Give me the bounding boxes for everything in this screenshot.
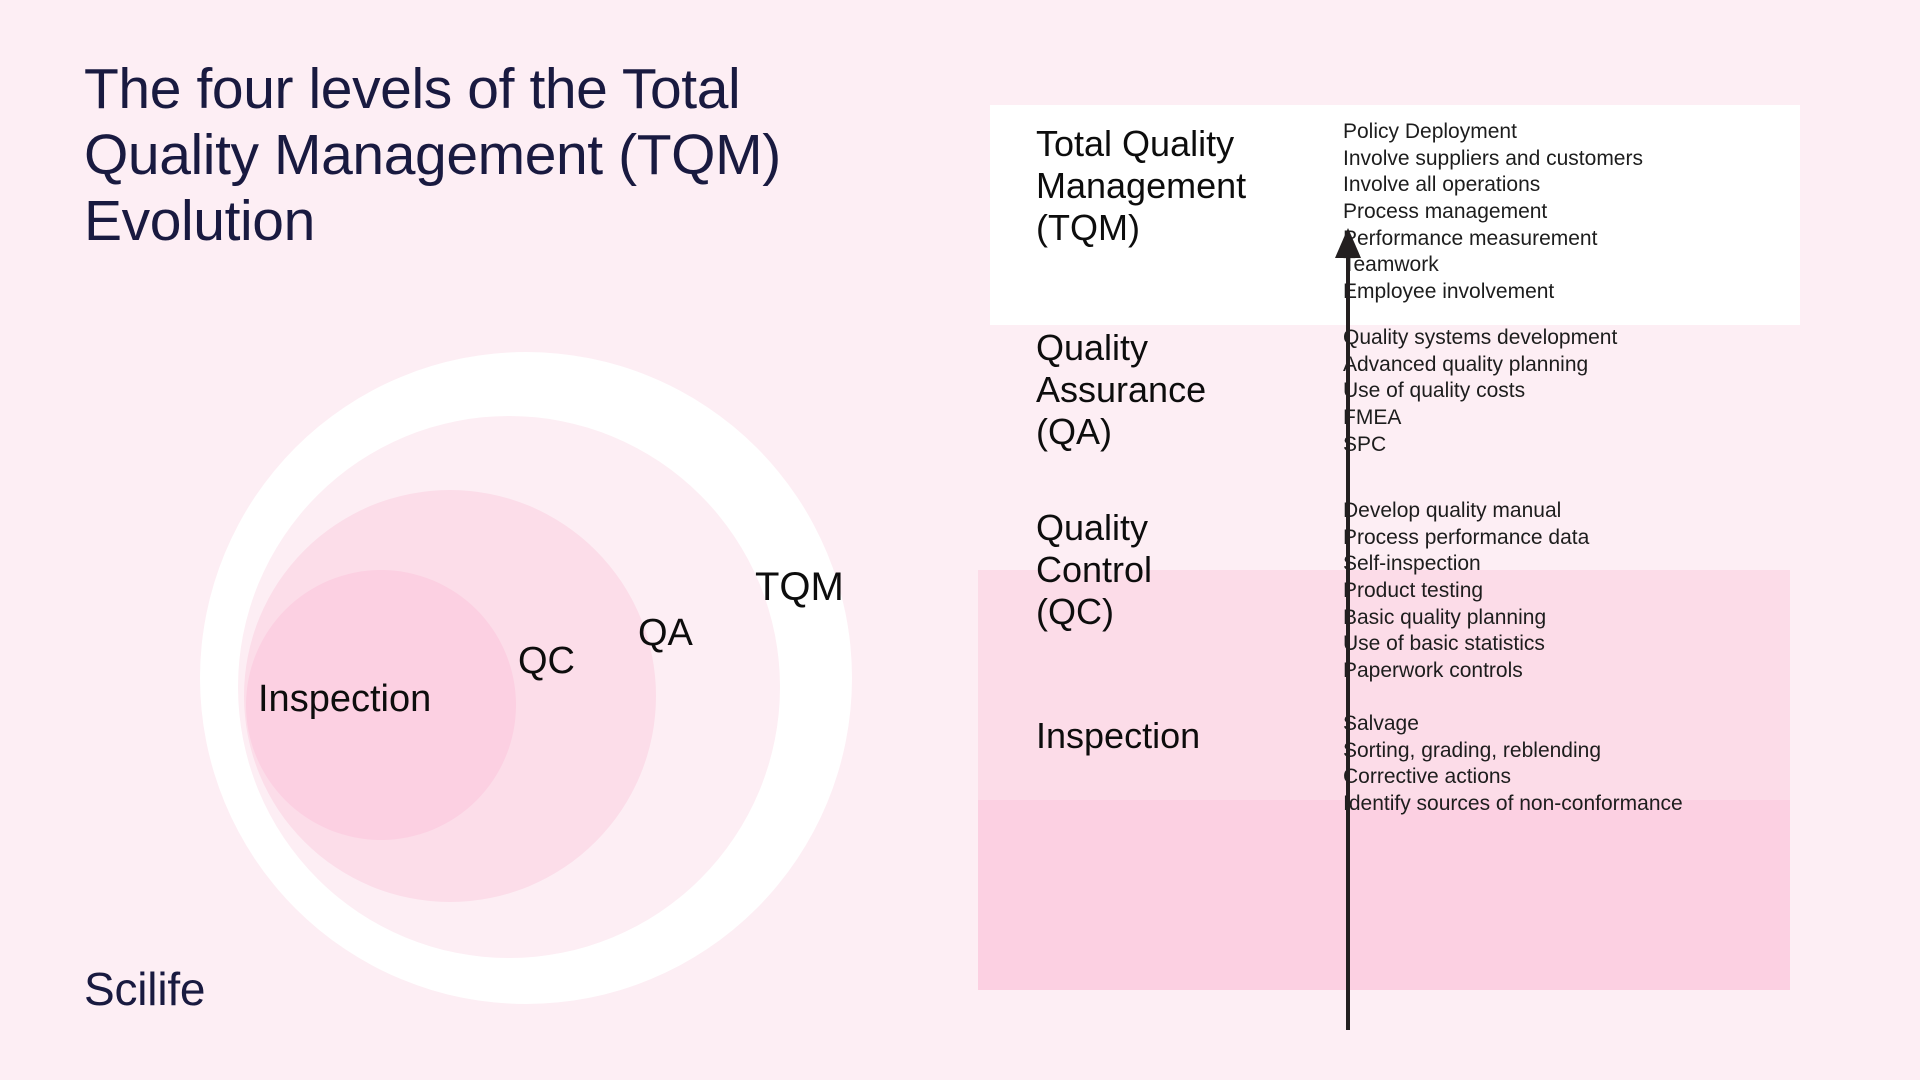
circle-label-qa: QA: [638, 612, 693, 654]
level-item: Paperwork controls: [1343, 658, 1523, 682]
level-row-inspection: [978, 800, 1790, 990]
level-row-qc: [978, 550, 1790, 800]
circle-label-tqm: TQM: [755, 565, 844, 609]
scilife-logo: Scilife: [84, 963, 206, 1015]
circle-ring-inspection: [246, 570, 516, 840]
concentric-circles-diagram: Inspection QC QA TQM: [0, 330, 900, 1020]
arrow-shaft-icon: [1346, 248, 1350, 1030]
level-item: Develop quality manual: [1343, 499, 1562, 522]
level-row-qa: [978, 325, 1800, 570]
level-item: Identify sources of non-conformance: [1343, 791, 1683, 815]
circle-label-inspection: Inspection: [258, 678, 432, 720]
level-item: Sorting, grading, reblending: [1343, 738, 1602, 762]
level-item: Advanced quality planning: [1343, 352, 1589, 376]
level-item: Product testing: [1343, 578, 1484, 602]
level-item: FMEA: [1343, 405, 1402, 429]
level-item: Policy Deployment: [1343, 120, 1517, 143]
level-label-qc: Quality Control (QC): [1036, 507, 1153, 632]
upward-evolution-arrow-icon: [1335, 228, 1361, 1030]
level-item: Self-inspection: [1343, 552, 1481, 576]
level-row-tqm: [990, 105, 1800, 325]
page-title: The four levels of the Total Quality Man…: [84, 57, 781, 254]
level-item: Process management: [1343, 199, 1548, 223]
tqm-levels-panel: Total Quality Management (TQM) Quality A…: [978, 105, 1828, 1030]
level-item: Involve all operations: [1343, 173, 1541, 197]
level-item: Use of basic statistics: [1343, 632, 1545, 656]
level-label-qa: Quality Assurance (QA): [1036, 327, 1207, 452]
level-label-inspection: Inspection: [1036, 715, 1201, 756]
level-item: Basic quality planning: [1343, 605, 1547, 629]
level-item: Performance measurement: [1343, 226, 1598, 250]
level-item: Use of quality costs: [1343, 379, 1526, 403]
level-item: Corrective actions: [1343, 765, 1512, 789]
level-label-tqm: Total Quality Management (TQM): [1036, 123, 1247, 248]
circle-label-qc: QC: [518, 640, 575, 682]
level-item: Involve suppliers and customers: [1343, 146, 1643, 170]
level-item: Process performance data: [1343, 525, 1590, 549]
level-item: Teamwork: [1343, 253, 1439, 277]
level-item: Salvage: [1343, 712, 1419, 735]
level-item: Employee involvement: [1343, 279, 1555, 303]
level-item: SPC: [1343, 432, 1387, 456]
level-item: Quality systems development: [1343, 326, 1618, 349]
